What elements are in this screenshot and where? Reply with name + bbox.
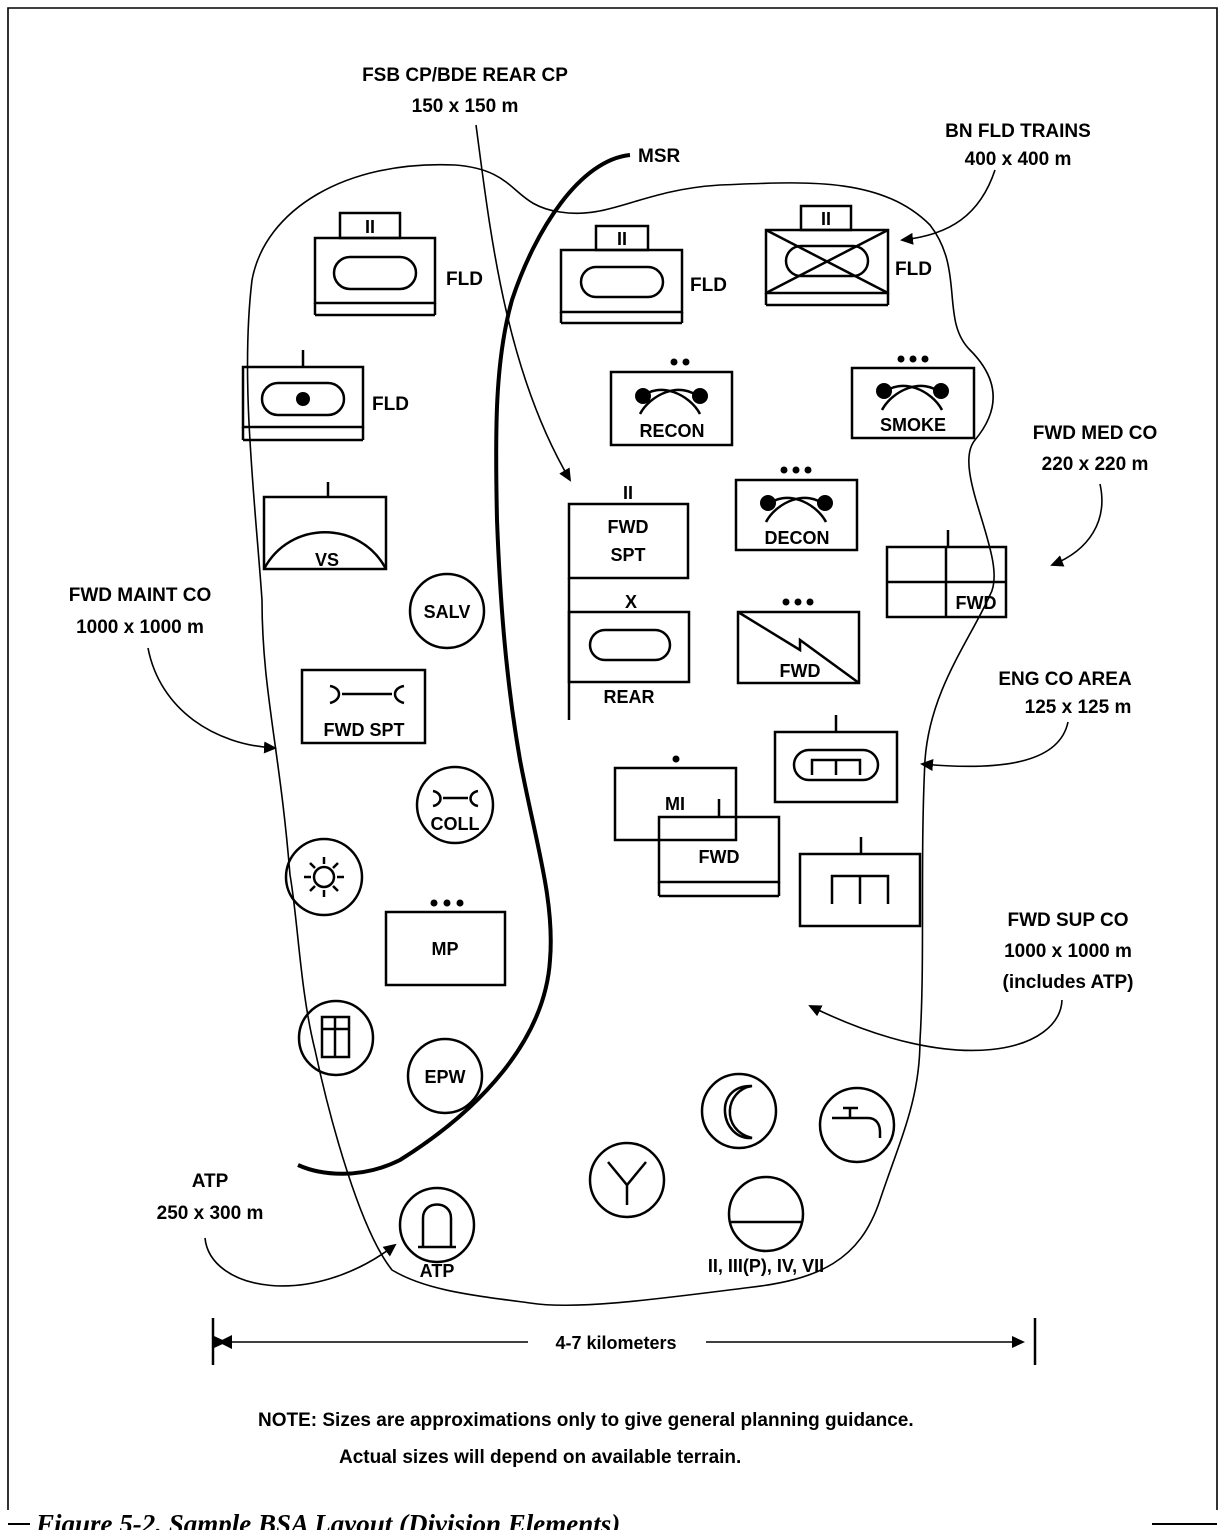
fwd-med-symbol: FWD: [885, 530, 1008, 619]
fwd-spt-cp-line2: SPT: [610, 545, 645, 565]
fld-battalion-symbol: II: [313, 211, 437, 317]
msr-route: [297, 153, 631, 1176]
bn-fld-trains-symbol: II: [764, 204, 890, 307]
epw-label: EPW: [424, 1067, 465, 1087]
eng-co-area-size: 125 x 125 m: [1025, 697, 1132, 718]
atp-symbol-label: ATP: [420, 1261, 455, 1281]
fwd-spt-cp-symbol: II FWD SPT X REAR: [567, 483, 691, 720]
antenna-icon: [588, 1141, 666, 1219]
decon-label: DECON: [764, 528, 829, 548]
eng-co-area-arrow: [920, 721, 1069, 771]
fld-company-label: FLD: [372, 394, 409, 415]
fwd-med-co-arrow: [1050, 483, 1103, 567]
msr-label: MSR: [638, 146, 681, 167]
figure-caption: Figure 5-2. Sample BSA Layout (Division …: [35, 1509, 620, 1530]
fwd-supply-symbol: FWD: [657, 799, 781, 898]
note-line-2: Actual sizes will depend on available te…: [339, 1447, 741, 1468]
atp-callout-size: 250 x 300 m: [157, 1203, 264, 1224]
recon-symbol: RECON: [609, 358, 734, 447]
fwd-sup-co-note: (includes ATP): [1003, 972, 1134, 993]
mp-label: MP: [432, 939, 459, 959]
atp-callout-label: ATP: [192, 1171, 229, 1192]
decon-symbol: DECON: [734, 466, 859, 552]
fwd-supply-label: FWD: [699, 847, 740, 867]
fwd-med-label: FWD: [956, 593, 997, 613]
atp-symbol: ATP: [398, 1186, 476, 1281]
figure-frame: [7, 7, 1218, 1510]
fld-company-symbol: [241, 350, 365, 442]
vs-label: VS: [315, 550, 339, 570]
smoke-symbol: SMOKE: [850, 355, 976, 440]
engineer-symbol: [798, 837, 922, 928]
eng-co-symbol: [773, 715, 899, 804]
fwd-spt-maint-label: FWD SPT: [324, 720, 405, 740]
scale-bar: 4-7 kilometers: [211, 1318, 1037, 1365]
sun-icon: [284, 837, 364, 917]
fsb-cp-size: 150 x 150 m: [412, 96, 519, 117]
smoke-label: SMOKE: [880, 415, 946, 435]
fsb-cp-label: FSB CP/BDE REAR CP: [362, 65, 568, 86]
fwd-maint-co-arrow: [147, 647, 277, 754]
epw-symbol: EPW: [406, 1037, 484, 1115]
salv-symbol: SALV: [408, 572, 486, 650]
vs-symbol: VS: [262, 482, 388, 571]
fwd-spt-cp-echelon: II: [623, 483, 633, 503]
mortuary-icon: [297, 999, 375, 1077]
bn-fld-trains-fld-label: FLD: [895, 259, 932, 280]
mi-label: MI: [665, 794, 685, 814]
fwd-sup-co-size: 1000 x 1000 m: [1004, 941, 1132, 962]
fwd-maint-co-size: 1000 x 1000 m: [76, 617, 204, 638]
scale-label: 4-7 kilometers: [555, 1333, 676, 1353]
fwd-med-co-label: FWD MED CO: [1033, 423, 1158, 444]
mp-symbol: MP: [384, 899, 507, 987]
fwd-zigzag-label: FWD: [780, 661, 821, 681]
fwd-zigzag-symbol: FWD: [736, 598, 861, 685]
coll-label: COLL: [431, 814, 480, 834]
fld-battalion-echelon: II: [365, 217, 375, 237]
coll-symbol: COLL: [415, 765, 495, 845]
supply-classes-label: II, III(P), IV, VII: [708, 1256, 824, 1276]
bn-fld-trains-label: BN FLD TRAINS: [945, 121, 1091, 142]
fwd-spt-cp-line1: FWD: [608, 517, 649, 537]
fld-battalion-center-label: FLD: [690, 275, 727, 296]
atp-callout-arrow: [204, 1237, 397, 1287]
fwd-maint-co-label: FWD MAINT CO: [69, 585, 211, 606]
supply-classes-icon: [727, 1175, 805, 1253]
bsa-boundary: [246, 163, 995, 1307]
fld-battalion-center-symbol: II: [559, 224, 684, 325]
fwd-sup-co-label: FWD SUP CO: [1007, 910, 1128, 931]
bn-fld-trains-arrow: [900, 169, 996, 245]
recon-label: RECON: [639, 421, 704, 441]
bn-fld-trains-size: 400 x 400 m: [965, 149, 1072, 170]
moon-icon: [700, 1072, 778, 1150]
water-tap-icon: [818, 1086, 896, 1164]
eng-co-area-label: ENG CO AREA: [998, 669, 1132, 690]
bn-fld-trains-echelon: II: [821, 209, 831, 229]
fld-battalion-center-echelon: II: [617, 229, 627, 249]
fwd-spt-maint-symbol: FWD SPT: [300, 668, 427, 745]
fsb-cp-arrow: [475, 124, 572, 482]
bde-rear-label: REAR: [603, 687, 654, 707]
fwd-sup-co-arrow: [808, 999, 1063, 1052]
salv-label: SALV: [424, 602, 471, 622]
bde-rear-echelon: X: [625, 592, 637, 612]
fwd-med-co-size: 220 x 220 m: [1042, 454, 1149, 475]
fld-battalion-label: FLD: [446, 269, 483, 290]
note-line-1: NOTE: Sizes are approximations only to g…: [258, 1410, 914, 1431]
mi-symbol: MI: [613, 755, 738, 842]
